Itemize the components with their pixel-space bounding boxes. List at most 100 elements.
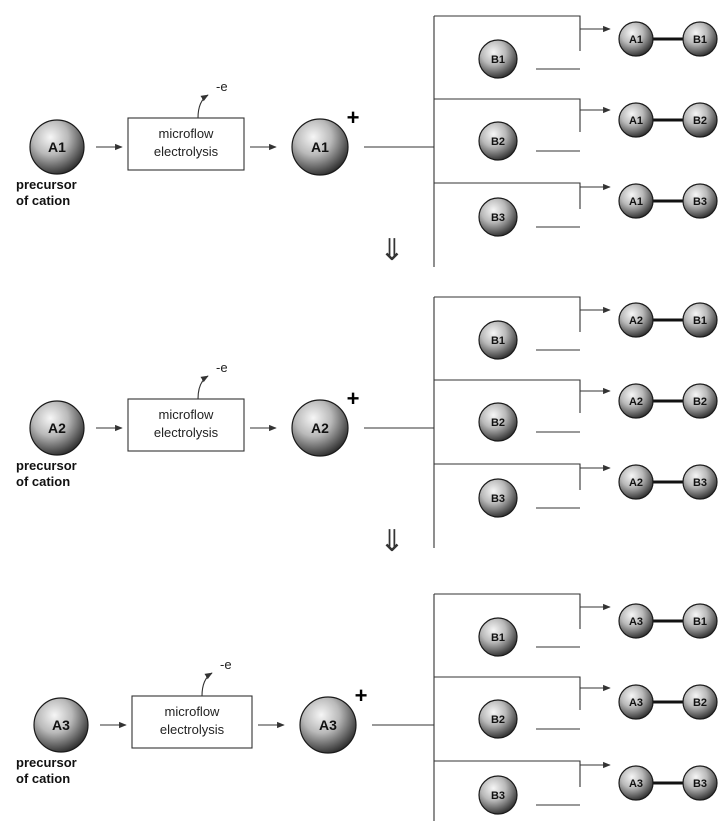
- product-cation-sphere-label: A1: [629, 34, 643, 46]
- cation-sphere-label: A3: [319, 717, 337, 733]
- electron-loss-arrow: [197, 375, 209, 400]
- product-nucleophile-sphere: B1: [682, 603, 718, 639]
- branch-bracket: [434, 182, 581, 209]
- electrolysis-box: [127, 398, 245, 452]
- product-cation-sphere-ball: [618, 302, 654, 338]
- product-nucleophile-sphere-label: B1: [693, 616, 707, 628]
- product-cation-sphere-ball: [618, 183, 654, 219]
- nucleophile-sphere-label: B2: [491, 714, 505, 726]
- precursor-sphere-label: A1: [48, 139, 66, 155]
- nucleophile-sphere: B2: [478, 121, 518, 161]
- product-nucleophile-sphere-label: B3: [693, 196, 707, 208]
- product-nucleophile-sphere-ball: [682, 603, 718, 639]
- product-nucleophile-sphere-label: B1: [693, 34, 707, 46]
- nucleophile-sphere-ball: [478, 699, 518, 739]
- product-nucleophile-sphere: B2: [682, 102, 718, 138]
- product-nucleophile-sphere: B1: [682, 21, 718, 57]
- branch-bracket: [434, 379, 581, 413]
- nucleophile-branch-b3: B3: [434, 182, 611, 237]
- product-cation-sphere: A2: [618, 302, 654, 338]
- product-cation-sphere-label: A3: [629, 778, 643, 790]
- nucleophile-sphere: B1: [478, 39, 518, 79]
- nucleophile-sphere-ball: [478, 617, 518, 657]
- product-a3-b3: A3 B3: [618, 765, 718, 801]
- product-nucleophile-sphere-ball: [682, 464, 718, 500]
- precursor-label-line2: of cation: [16, 474, 70, 489]
- product-cation-sphere: A2: [618, 383, 654, 419]
- nucleophile-sphere: B2: [478, 402, 518, 442]
- electron-label: -e: [216, 360, 228, 375]
- product-nucleophile-sphere-ball: [682, 21, 718, 57]
- cation-sphere: A1: [291, 118, 349, 176]
- product-cation-sphere-ball: [618, 765, 654, 801]
- product-cation-sphere: A3: [618, 603, 654, 639]
- precursor-sphere: A1: [29, 119, 85, 175]
- nucleophile-branch-b1: B1: [434, 593, 611, 657]
- nucleophile-sphere-label: B1: [491, 54, 505, 66]
- nucleophile-sphere-label: B3: [491, 493, 505, 505]
- nucleophile-sphere: B3: [478, 478, 518, 518]
- product-a2-b3: A2 B3: [618, 464, 718, 500]
- cation-sphere-ball: [291, 118, 349, 176]
- product-cation-sphere-label: A2: [629, 477, 643, 489]
- precursor-sphere-label: A3: [52, 717, 70, 733]
- product-a1-b3: A1 B3: [618, 183, 718, 219]
- product-cation-sphere-label: A2: [629, 315, 643, 327]
- product-cation-sphere-label: A3: [629, 616, 643, 628]
- nucleophile-sphere: B1: [478, 320, 518, 360]
- product-nucleophile-sphere-label: B3: [693, 778, 707, 790]
- cation-charge: +: [347, 386, 360, 411]
- precursor-sphere-ball: [33, 697, 89, 753]
- cation-charge: +: [355, 683, 368, 708]
- product-nucleophile-sphere-ball: [682, 684, 718, 720]
- product-cation-sphere-ball: [618, 102, 654, 138]
- cation-charge: +: [347, 105, 360, 130]
- product-nucleophile-sphere-label: B2: [693, 115, 707, 127]
- product-cation-sphere-ball: [618, 603, 654, 639]
- product-nucleophile-sphere: B3: [682, 183, 718, 219]
- product-cation-sphere: A1: [618, 183, 654, 219]
- branch-bracket: [434, 98, 581, 132]
- cation-sphere: A3: [299, 696, 357, 754]
- product-cation-sphere-ball: [618, 21, 654, 57]
- nucleophile-sphere-label: B3: [491, 212, 505, 224]
- branch-bracket: [434, 15, 581, 51]
- electron-label: -e: [216, 79, 228, 94]
- electron-loss-arrow: [197, 94, 209, 119]
- nucleophile-sphere-ball: [478, 478, 518, 518]
- product-cation-sphere: A3: [618, 765, 654, 801]
- nucleophile-sphere-ball: [478, 121, 518, 161]
- electrolysis-label-line1: microflow: [165, 704, 221, 719]
- precursor-label-line2: of cation: [16, 193, 70, 208]
- product-nucleophile-sphere-ball: [682, 383, 718, 419]
- electrolysis-label-line2: electrolysis: [154, 425, 219, 440]
- product-cation-sphere: A1: [618, 21, 654, 57]
- nucleophile-branch-b1: B1: [434, 15, 611, 79]
- product-cation-sphere: A3: [618, 684, 654, 720]
- precursor-sphere-label: A2: [48, 420, 66, 436]
- precursor-label-line1: precursor: [16, 458, 77, 473]
- electron-loss-arrow: [201, 672, 213, 697]
- electron-label: -e: [220, 657, 232, 672]
- product-cation-sphere-label: A2: [629, 396, 643, 408]
- precursor-sphere: A2: [29, 400, 85, 456]
- nucleophile-sphere-label: B2: [491, 417, 505, 429]
- product-nucleophile-sphere-label: B2: [693, 697, 707, 709]
- product-nucleophile-sphere: B1: [682, 302, 718, 338]
- cation-sphere-label: A1: [311, 139, 329, 155]
- nucleophile-sphere-ball: [478, 197, 518, 237]
- product-nucleophile-sphere: B3: [682, 464, 718, 500]
- nucleophile-sphere-label: B1: [491, 632, 505, 644]
- down-arrow-2: ⇓: [379, 525, 404, 558]
- product-a3-b1: A3 B1: [618, 603, 718, 639]
- nucleophile-sphere-ball: [478, 320, 518, 360]
- product-nucleophile-sphere-ball: [682, 102, 718, 138]
- nucleophile-branch-b3: B3: [434, 760, 611, 815]
- nucleophile-branch-b1: B1: [434, 296, 611, 360]
- nucleophile-branch-b2: B2: [434, 676, 611, 739]
